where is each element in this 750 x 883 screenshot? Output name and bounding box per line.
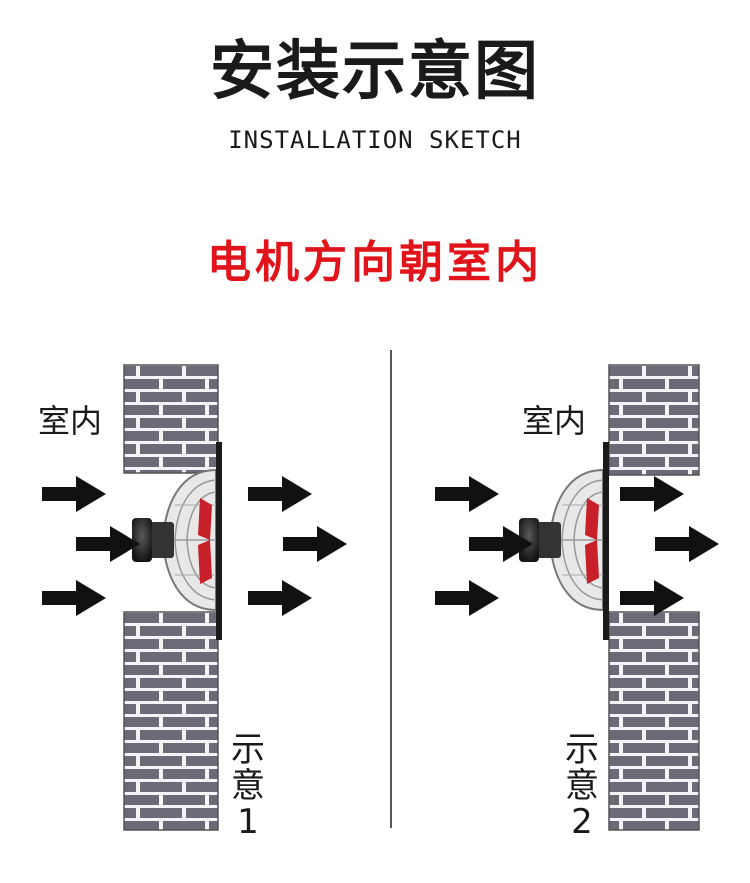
page-title: 安装示意图: [210, 35, 540, 109]
panel-1: [42, 364, 347, 831]
exhaust-fan-icon: [132, 442, 222, 640]
brick-wall-icon: [123, 364, 219, 831]
motor-direction-notice: 电机方向朝室内: [207, 237, 543, 288]
indoor-label-1: 室内: [38, 402, 103, 440]
caption-char: 意: [565, 766, 599, 806]
brick-wall-icon: [608, 364, 700, 831]
panel-divider: [390, 350, 392, 828]
panel-2: [435, 364, 719, 831]
caption-2: 示 意 2: [560, 732, 604, 840]
indoor-label-2: 室内: [522, 402, 587, 440]
caption-char: 1: [237, 802, 259, 842]
caption-char: 示: [565, 730, 599, 770]
caption-char: 示: [231, 730, 265, 770]
caption-char: 2: [571, 802, 593, 842]
exhaust-fan-icon: [519, 442, 609, 640]
caption-1: 示 意 1: [226, 732, 270, 840]
page-subtitle: INSTALLATION SKETCH: [228, 126, 522, 154]
caption-char: 意: [231, 766, 265, 806]
